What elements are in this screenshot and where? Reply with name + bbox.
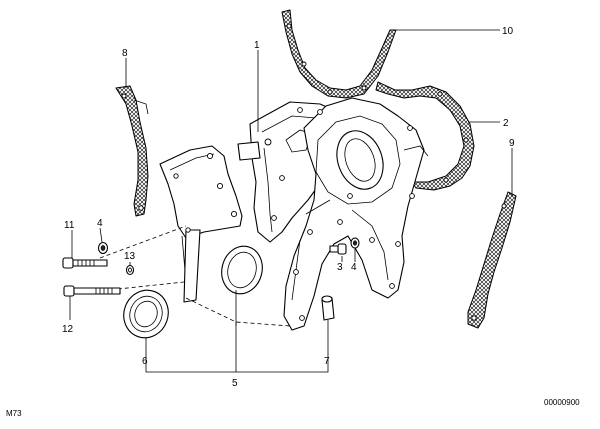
- leader-lines: [69, 29, 513, 373]
- bolt-12: [63, 285, 121, 297]
- callout-13: 13: [124, 251, 136, 262]
- callout-3: 3: [337, 262, 343, 273]
- callout-1: 1: [254, 40, 260, 51]
- crank-seal: [221, 245, 263, 295]
- callout-9: 9: [509, 138, 515, 149]
- bolt-11: [62, 257, 108, 269]
- callout-8: 8: [122, 48, 128, 59]
- callout-11: 11: [64, 220, 75, 231]
- bolt-3: [329, 243, 347, 255]
- radial-shaft-seal: [123, 289, 169, 339]
- callout-6: 6: [142, 356, 148, 367]
- washer-13: [125, 264, 135, 276]
- drawing-number: 00000900: [544, 398, 580, 407]
- callout-5: 5: [232, 378, 238, 389]
- callout-4-left: 4: [97, 218, 103, 229]
- right-strip-gasket: [467, 191, 517, 329]
- callout-4-right: 4: [351, 262, 357, 273]
- lower-timing-cover: [283, 97, 429, 331]
- callout-7: 7: [324, 356, 330, 367]
- washer-4-right: [350, 237, 360, 249]
- callout-10: 10: [502, 26, 514, 37]
- dowel-sleeve-7: [321, 295, 335, 321]
- upper-cover-gasket: [281, 9, 397, 99]
- washer-4-left: [97, 241, 109, 255]
- left-strip-gasket: [115, 85, 149, 217]
- callout-2: 2: [503, 118, 509, 129]
- callout-12: 12: [62, 324, 74, 335]
- corner-label: M73: [6, 409, 22, 418]
- front-cover-plate: [159, 145, 243, 303]
